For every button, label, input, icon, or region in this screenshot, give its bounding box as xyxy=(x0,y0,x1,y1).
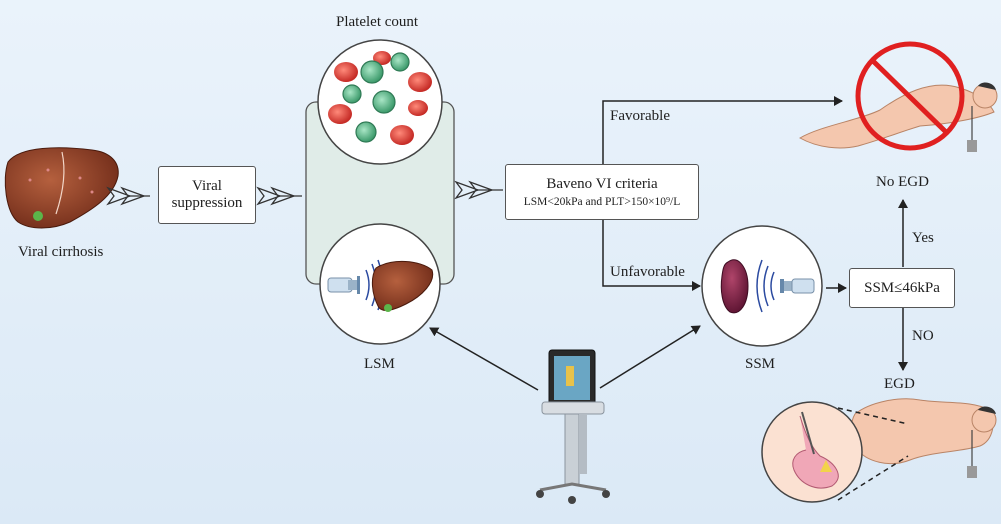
ssm-ultrasound-icon xyxy=(701,225,823,347)
platelet-count-label: Platelet count xyxy=(336,14,419,30)
ultrasound-probe-icon xyxy=(780,278,815,294)
chevron-arrow-1 xyxy=(106,186,150,206)
liver-icon xyxy=(4,147,119,229)
elastography-device-icon xyxy=(429,325,701,504)
viral-suppression-line1: Viral xyxy=(192,178,222,194)
stomach-icon xyxy=(792,411,839,489)
lsm-label: LSM xyxy=(364,356,395,372)
viral-suppression-line2: suppression xyxy=(171,195,243,211)
patient-endoscopy-icon xyxy=(761,398,997,503)
spleen-icon xyxy=(720,259,749,314)
platelet-blood-cells-icon xyxy=(317,39,443,165)
patient-prohibited-icon xyxy=(798,41,998,152)
favorable-label: Favorable xyxy=(610,108,670,124)
chevron-arrow-3 xyxy=(454,180,503,200)
unfavorable-label: Unfavorable xyxy=(610,264,685,280)
unfavorable-arrow xyxy=(602,220,701,291)
viral-cirrhosis-label: Viral cirrhosis xyxy=(18,244,104,260)
yes-label: Yes xyxy=(912,230,934,246)
favorable-arrow xyxy=(602,96,843,164)
lsm-ultrasound-icon xyxy=(319,223,441,345)
ssm-threshold-text: SSM≤46kPa xyxy=(864,279,940,296)
ssm-label: SSM xyxy=(745,356,776,372)
egd-label: EGD xyxy=(884,376,915,392)
no-egd-label: No EGD xyxy=(876,174,929,190)
baveno-criteria-box: Baveno VI criteria LSM<20kPa and PLT>150… xyxy=(505,164,699,220)
baveno-title: Baveno VI criteria xyxy=(546,176,658,192)
ssm-threshold-box: SSM≤46kPa xyxy=(849,268,955,308)
viral-suppression-box: Viral suppression xyxy=(158,166,256,224)
no-label: NO xyxy=(912,328,934,344)
baveno-criteria-text: LSM<20kPa and PLT>150×10⁹/L xyxy=(523,196,681,208)
ultrasound-probe-icon xyxy=(327,276,360,294)
chevron-arrow-2 xyxy=(256,186,302,206)
